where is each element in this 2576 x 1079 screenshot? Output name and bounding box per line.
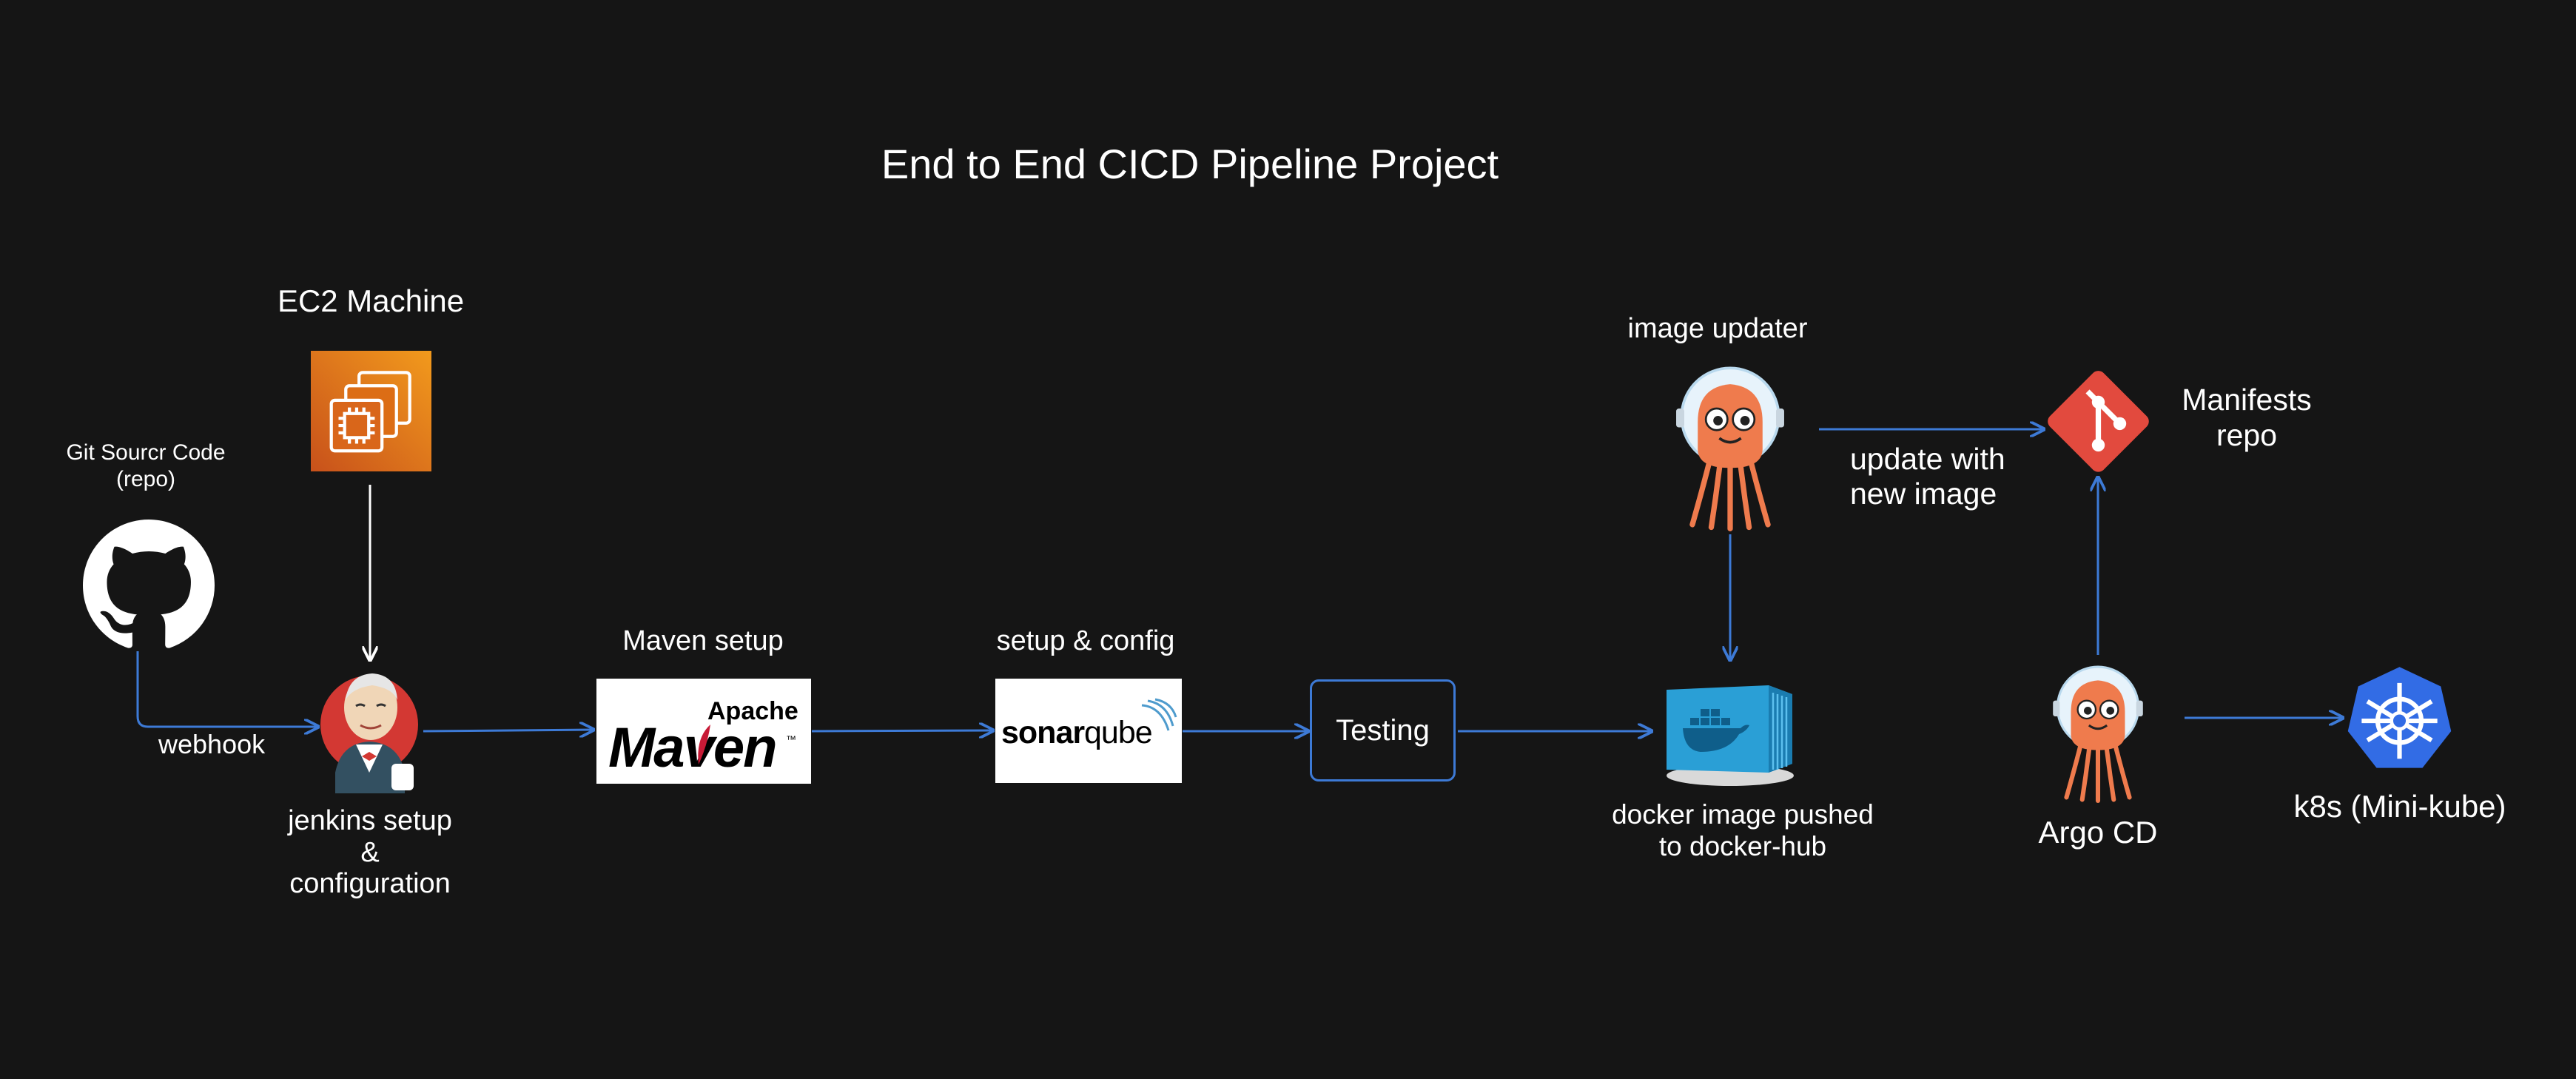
argo-image-updater-icon (1661, 363, 1799, 531)
argo-cd-label: Argo CD (2038, 815, 2158, 850)
git-icon (2045, 368, 2152, 475)
sonarqube-logo: sonar qube (995, 679, 1182, 783)
git-source-label: Git Sourcr Code (repo) (66, 440, 226, 491)
update-with-new-image-label: update with new image (1850, 442, 2005, 511)
maven-setup-label: Maven setup (622, 625, 784, 656)
kubernetes-icon (2342, 662, 2457, 777)
github-icon (83, 520, 215, 651)
arrow-maven-to-sonar (811, 730, 993, 731)
maven-feather-icon (698, 725, 710, 764)
sonar-waves-icon (1141, 698, 1177, 731)
maven-logo-wordmark: Maven (608, 716, 778, 779)
sonarqube-logo-sonar: sonar (1001, 715, 1085, 750)
jenkins-label: jenkins setup & configuration (288, 805, 452, 900)
maven-logo-tm: ™ (786, 733, 796, 745)
image-updater-label: image updater (1627, 313, 1808, 344)
manifests-repo-label: Manifests repo (2182, 383, 2312, 453)
docker-image-pushed-label: docker image pushed to docker-hub (1612, 799, 1874, 861)
testing-box: Testing (1310, 679, 1456, 781)
maven-logo: Apache Maven ™ (596, 679, 811, 784)
maven-logo-apache: Apache (707, 697, 798, 725)
testing-label: Testing (1336, 714, 1430, 747)
ec2-label: EC2 Machine (277, 283, 465, 318)
webhook-label: webhook (158, 729, 266, 759)
page-title: End to End CICD Pipeline Project (881, 141, 1499, 187)
jenkins-icon (318, 662, 423, 802)
ec2-icon (311, 351, 431, 471)
arrow-jenkins-to-maven (423, 730, 593, 731)
sonarqube-logo-qube: qube (1084, 715, 1153, 750)
arrow-github-to-jenkins (136, 651, 318, 727)
argo-cd-icon (2042, 662, 2154, 803)
docker-hub-icon (1658, 675, 1806, 793)
sonar-setup-label: setup & config (996, 625, 1175, 656)
k8s-label: k8s (Mini-kube) (2293, 789, 2506, 824)
